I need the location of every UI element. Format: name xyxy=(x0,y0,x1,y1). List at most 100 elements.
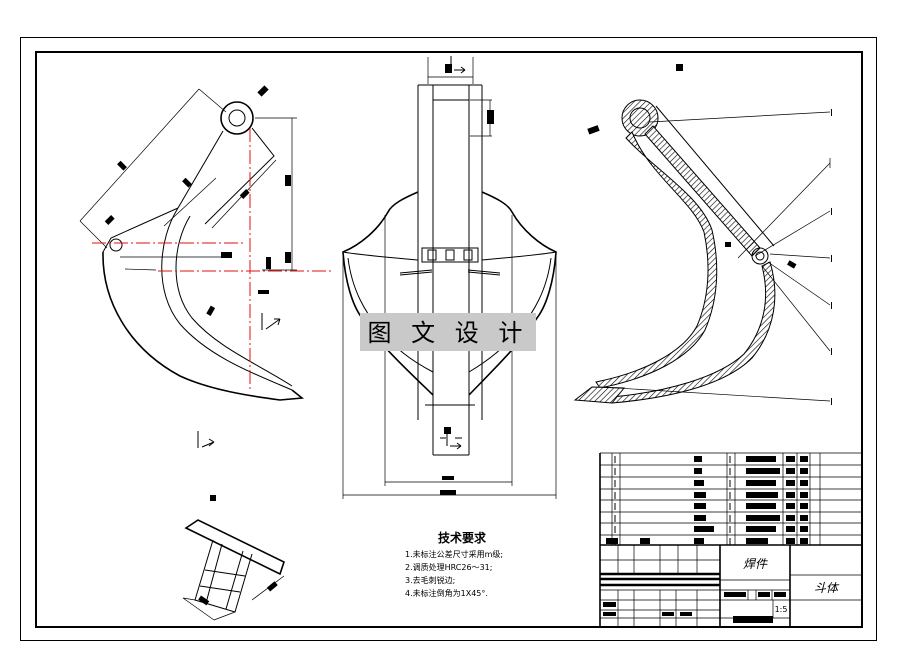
view-arrow-symbol xyxy=(197,431,215,448)
title-block-outline xyxy=(599,453,862,627)
parts-list-cell-block xyxy=(786,515,795,521)
tech-requirements-title: 技术要求 xyxy=(438,530,487,545)
parts-list-cell-block xyxy=(786,468,795,474)
parts-list-cell-block xyxy=(786,480,795,486)
hook-outer-curve xyxy=(102,251,305,401)
dimension-line xyxy=(255,117,297,271)
dimension-text-block xyxy=(442,476,454,480)
parts-list-cell-block xyxy=(786,456,795,462)
detail-top-plate xyxy=(184,519,285,576)
inner-plate-line xyxy=(120,256,232,271)
parts-list-cell-block xyxy=(694,480,704,486)
dimension-text-block xyxy=(206,305,216,316)
arm-edge xyxy=(204,127,275,225)
title-block-text-block xyxy=(662,612,674,616)
parts-list xyxy=(600,452,862,545)
dimension-text-block xyxy=(104,215,115,225)
parts-list-cell-block xyxy=(694,538,704,544)
scale: 1:5 xyxy=(775,605,788,614)
parts-list-cell-block xyxy=(800,538,808,544)
parts-list-cell-block xyxy=(786,492,795,498)
view-arrow-symbol xyxy=(450,56,466,74)
parts-list-cell-block xyxy=(786,503,795,509)
dimension-text-block xyxy=(285,175,291,186)
parts-list-cell-block xyxy=(746,526,776,532)
pivot-boss-outer xyxy=(220,101,254,135)
inner-frame xyxy=(35,51,863,628)
parts-list-cell-block xyxy=(694,468,702,474)
arm-back-edge xyxy=(655,105,775,247)
section-view: I I I I I I xyxy=(573,64,833,408)
parts-list-cell-block xyxy=(694,492,706,498)
parts-list-cell-block xyxy=(746,503,776,509)
title-block: 焊件 斗体 1:5 xyxy=(599,453,862,627)
pin-hole xyxy=(755,251,765,261)
arm-edge xyxy=(177,130,224,209)
title-block-text-block xyxy=(724,592,746,597)
side-tooth xyxy=(399,269,501,276)
dimension-text-block xyxy=(445,64,452,73)
front-plate-section xyxy=(595,131,718,389)
dimension-text-block xyxy=(587,125,600,135)
dimension-text-block xyxy=(210,495,216,501)
parts-list-cell-block xyxy=(800,492,808,498)
view-arrow-symbol xyxy=(446,432,462,450)
tech-requirement-item: 4.未标注倒角为1X45°. xyxy=(405,588,488,598)
pivot-boss-hole xyxy=(228,109,246,127)
dimension-text-block xyxy=(239,189,250,199)
hook-top-edge xyxy=(102,207,179,253)
tech-requirement-item: 1.未标注公差尺寸采用m级; xyxy=(405,549,503,559)
dimension-text-block xyxy=(258,290,269,294)
title-block-heavy-lines xyxy=(600,572,720,587)
parts-list-cell-block xyxy=(694,526,714,532)
dimension-text-block xyxy=(182,177,192,188)
dimension-text-block xyxy=(487,110,494,124)
parts-list-cell-block xyxy=(800,456,808,462)
dimension-text-block xyxy=(676,64,683,71)
parts-list-cell-block xyxy=(746,480,776,486)
boss-section xyxy=(621,99,659,137)
drawing-type: 焊件 xyxy=(743,557,768,571)
leader-label: I xyxy=(830,254,833,265)
parts-list-cell-block xyxy=(640,538,650,544)
dimension-text-block xyxy=(266,257,271,269)
leader-label: I xyxy=(830,301,833,312)
parts-list-cell-block xyxy=(800,515,808,521)
parts-list-cell-block xyxy=(800,480,808,486)
parts-list-cell-block xyxy=(746,456,776,462)
pin-boss xyxy=(751,247,769,265)
hinge-assembly xyxy=(421,247,479,263)
parts-list-cell-block xyxy=(800,526,808,532)
leader-lines xyxy=(599,111,831,402)
bottom-tab xyxy=(425,404,475,456)
leader-label: I xyxy=(830,207,833,218)
parts-list-cell-block xyxy=(746,515,780,521)
outer-frame xyxy=(20,37,877,641)
boss-bore xyxy=(629,107,651,129)
dimension-text-block xyxy=(266,581,278,592)
dimension-text-block xyxy=(440,490,456,495)
parts-list-cell-block xyxy=(694,503,706,509)
part-name: 斗体 xyxy=(814,581,840,595)
view-arrow-symbol xyxy=(261,313,281,330)
dimension-text-block xyxy=(285,252,291,263)
title-block-text-block xyxy=(733,616,773,623)
title-block-grid xyxy=(600,545,862,627)
parts-list-grid xyxy=(600,452,862,545)
tech-requirement-item: 3.去毛刺锐边; xyxy=(405,575,455,585)
parts-list-cell-block xyxy=(694,456,702,462)
dimension-text-block xyxy=(787,260,797,269)
parts-list-cell-block xyxy=(746,538,768,544)
dimension-text-block xyxy=(725,242,731,247)
parts-list-cell-block xyxy=(746,492,778,498)
technical-requirements: 技术要求 1.未标注公差尺寸采用m级; 2.调质处理HRC26～31; 3.去毛… xyxy=(405,530,503,598)
parts-list-cell-block xyxy=(746,468,780,474)
leader-label: I xyxy=(830,347,833,358)
detail-view xyxy=(182,519,285,621)
parts-list-cell-block xyxy=(800,468,808,474)
side-view xyxy=(79,85,332,501)
parts-list-cell-block xyxy=(786,538,795,544)
dimension-text-block xyxy=(444,427,451,434)
detail-bracket xyxy=(194,539,253,613)
